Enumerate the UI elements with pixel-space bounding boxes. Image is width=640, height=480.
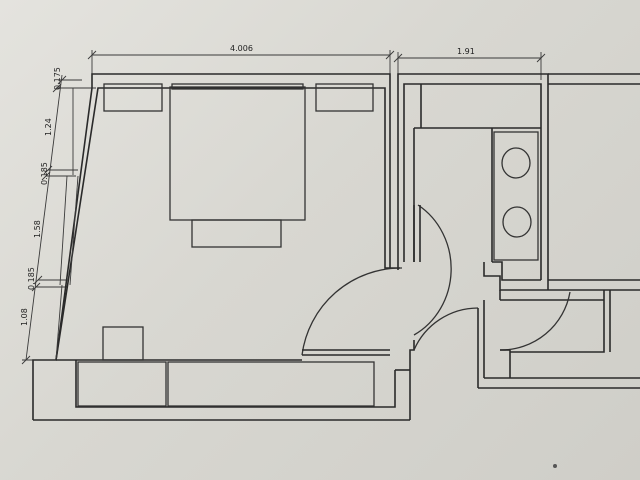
top-dimension-line bbox=[87, 50, 546, 80]
dim-top-label-1: 4.006 bbox=[230, 44, 253, 53]
dim-left-label-1: 0.175 bbox=[53, 67, 62, 90]
dim-top-label-2: 1.91 bbox=[457, 47, 475, 56]
adjacent-room-walls bbox=[548, 73, 640, 281]
hall-door bbox=[499, 290, 611, 378]
bathroom-walls bbox=[397, 73, 640, 291]
bathroom-door bbox=[413, 204, 452, 336]
paper-speck bbox=[553, 464, 557, 468]
hallway-walls bbox=[409, 290, 640, 389]
dim-left-label-5: 0.185 bbox=[27, 267, 36, 290]
chair bbox=[102, 326, 144, 361]
bedroom-door bbox=[301, 267, 403, 356]
dim-left-label-6: 1.08 bbox=[20, 308, 29, 326]
dim-left-label-2: 1.24 bbox=[44, 118, 53, 136]
bathroom-vanity bbox=[493, 131, 539, 261]
double-bed bbox=[169, 83, 306, 248]
nightstand-left bbox=[103, 83, 163, 112]
wardrobe bbox=[77, 361, 375, 407]
bedroom-walls bbox=[32, 73, 411, 421]
dim-left-label-3: 0.185 bbox=[40, 162, 49, 185]
dim-left-label-4: 1.58 bbox=[33, 220, 42, 238]
nightstand-right bbox=[315, 83, 374, 112]
